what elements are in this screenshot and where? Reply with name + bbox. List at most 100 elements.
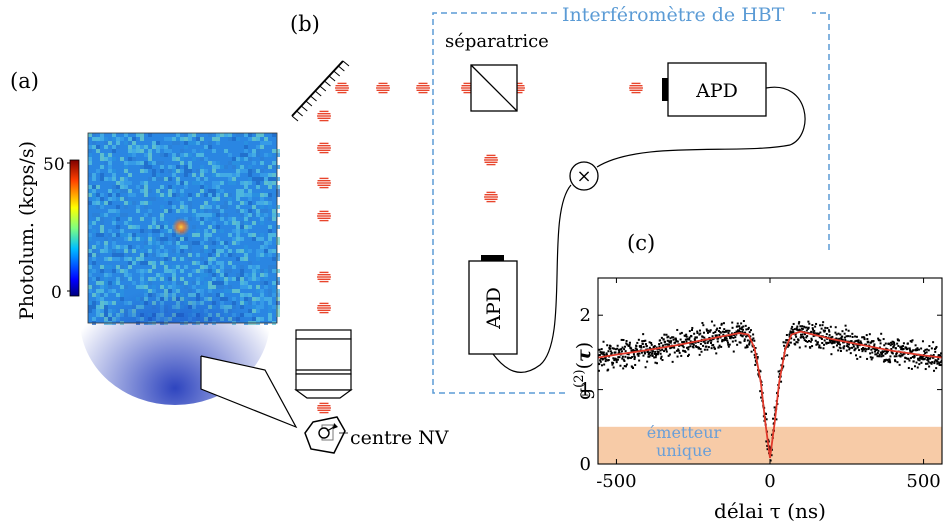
data-point — [605, 352, 608, 355]
data-point — [775, 418, 778, 421]
data-point — [812, 328, 814, 331]
data-point — [938, 362, 941, 365]
data-point — [600, 348, 603, 351]
data-point — [891, 352, 894, 355]
data-point — [883, 350, 886, 353]
data-point — [878, 339, 881, 342]
data-point — [927, 349, 930, 352]
data-point — [843, 345, 846, 348]
data-point — [653, 356, 656, 359]
data-point — [843, 336, 846, 339]
data-point — [650, 343, 653, 346]
data-point — [661, 359, 664, 362]
data-point — [818, 344, 821, 347]
data-point — [624, 350, 627, 353]
data-point — [722, 339, 725, 342]
data-point — [671, 360, 674, 363]
data-point — [811, 327, 814, 330]
data-point — [882, 354, 885, 357]
data-point — [609, 350, 612, 353]
data-point — [616, 347, 619, 350]
data-point — [622, 358, 625, 361]
data-point — [765, 412, 768, 415]
data-point — [644, 366, 647, 369]
data-point — [926, 362, 929, 365]
data-point — [662, 338, 665, 341]
data-point — [889, 361, 892, 364]
data-point — [852, 343, 855, 346]
hbt-interferometer-box — [432, 12, 830, 394]
data-point — [854, 335, 857, 338]
data-point — [866, 338, 869, 341]
data-point — [748, 331, 751, 334]
data-point — [752, 337, 755, 340]
data-point — [857, 342, 860, 345]
data-point — [601, 357, 604, 360]
data-point — [602, 351, 605, 354]
data-point — [843, 332, 846, 335]
data-point — [841, 338, 844, 341]
data-point — [838, 340, 841, 343]
data-point — [756, 356, 759, 359]
x-tick-label: 0 — [764, 471, 775, 492]
data-point — [698, 353, 701, 356]
data-point — [899, 346, 902, 349]
data-point — [738, 325, 741, 328]
data-point — [829, 325, 832, 328]
data-point — [844, 339, 847, 342]
data-point — [619, 364, 622, 367]
colorbar-max-label: 50 — [43, 155, 65, 175]
data-point — [673, 346, 676, 349]
data-point — [934, 350, 937, 353]
data-point — [663, 340, 666, 343]
data-point — [825, 342, 828, 345]
data-point — [621, 357, 624, 360]
data-point — [738, 327, 741, 330]
data-point — [743, 339, 746, 342]
data-point — [664, 347, 667, 350]
data-point — [906, 357, 909, 360]
data-point — [876, 351, 879, 354]
data-point — [837, 342, 840, 345]
data-point — [833, 341, 836, 344]
data-point — [845, 335, 848, 338]
data-point — [837, 349, 840, 352]
data-point — [710, 320, 713, 323]
data-point — [636, 341, 639, 344]
data-point — [640, 351, 643, 354]
data-point — [729, 337, 732, 340]
data-point — [933, 362, 936, 365]
photon-marker — [317, 271, 331, 283]
data-point — [766, 448, 769, 451]
data-point — [873, 345, 876, 348]
data-point — [769, 459, 772, 462]
data-point — [604, 360, 607, 363]
data-point — [721, 340, 724, 343]
data-point — [870, 341, 873, 344]
data-point — [723, 328, 726, 331]
data-point — [735, 330, 738, 333]
mirror — [291, 60, 350, 122]
data-point — [746, 345, 749, 348]
data-point — [861, 350, 864, 353]
data-point — [870, 358, 873, 361]
data-point — [789, 341, 792, 344]
data-point — [907, 366, 910, 369]
data-point — [854, 347, 857, 350]
data-point — [702, 344, 705, 347]
data-point — [675, 349, 678, 352]
data-point — [660, 355, 663, 358]
data-point — [696, 332, 699, 335]
data-point — [855, 335, 858, 338]
data-point — [667, 343, 670, 346]
data-point — [685, 335, 688, 338]
data-point — [623, 360, 626, 363]
data-point — [686, 346, 689, 349]
fit-curve — [598, 330, 942, 459]
data-point — [846, 345, 849, 348]
data-point — [940, 352, 942, 355]
data-point — [919, 355, 922, 358]
data-point — [743, 338, 746, 341]
